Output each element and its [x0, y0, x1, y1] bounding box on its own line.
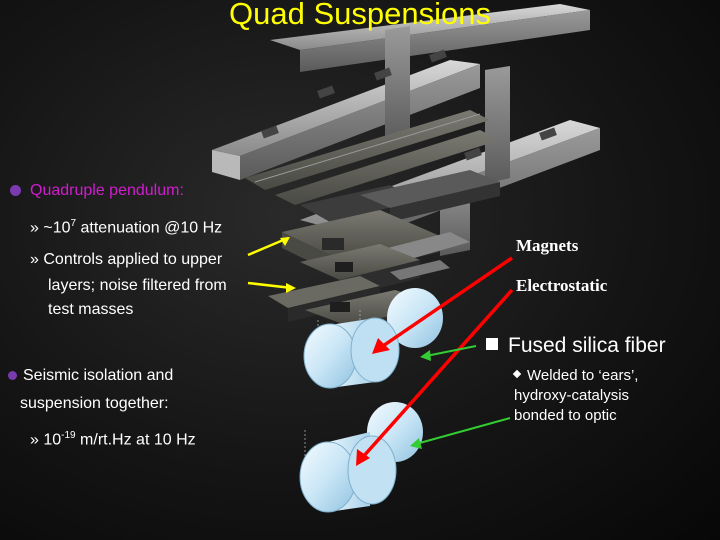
diamond-bullet-icon [512, 369, 522, 379]
sub-displacement: » 10-19 m/rt.Hz at 10 Hz [30, 424, 196, 452]
label-fused-silica-text: Fused silica fiber [508, 334, 666, 357]
sub-controls: » Controls applied to upper [30, 248, 222, 272]
label-fused-silica: Fused silica fiber [486, 334, 666, 358]
bullet-quadruple-pendulum: Quadruple pendulum: [10, 182, 184, 200]
cantilever-blades [245, 110, 500, 205]
upper-optics [303, 288, 443, 389]
sub-displacement-value: 10 [43, 431, 62, 449]
marker-icon: » [30, 251, 39, 268]
sub-attenuation: » ~107 attenuation @10 Hz [30, 212, 222, 240]
bullet-seismic-line2: suspension together: [20, 395, 169, 412]
label-magnets: Magnets [516, 236, 579, 255]
label-welded-line1: Welded to ‘ears’, [527, 367, 639, 384]
sub-controls-line2: layers; noise filtered from [48, 277, 227, 294]
label-welded: Welded to ‘ears’, [512, 366, 639, 386]
label-electrostatic: Electrostatic [516, 276, 608, 295]
sub-displacement-text: m/rt.Hz at 10 Hz [75, 431, 196, 449]
sub-controls-line1: Controls applied to upper [43, 251, 223, 268]
sub-attenuation-value: ~10 [43, 219, 71, 237]
sub-attenuation-text: attenuation @10 Hz [76, 219, 223, 237]
green-arrow-fiber-upper [425, 345, 477, 357]
red-arrow-electrostatic [360, 288, 514, 460]
slide-title: Quad Suspensions [229, 0, 491, 31]
sub-controls-line3: test masses [48, 301, 134, 318]
red-arrow-magnets [379, 256, 513, 350]
yellow-arrow-lower [247, 281, 293, 290]
bullet-dot-icon [10, 185, 21, 197]
annotation-arrows [247, 236, 514, 466]
green-arrow-fiber-lower [415, 417, 511, 445]
bullet-seismic-isolation: Seismic isolation and [8, 364, 173, 388]
bullet-dot-icon [8, 371, 17, 381]
marker-icon: » [30, 431, 39, 449]
bullet-seismic-line1: Seismic isolation and [23, 367, 174, 384]
square-bullet-icon [486, 338, 498, 351]
sub-attenuation-exponent: 7 [70, 218, 77, 229]
yellow-arrow-upper [247, 236, 289, 257]
bullet-quadruple-pendulum-text: Quadruple pendulum: [30, 182, 184, 199]
label-welded-line3: bonded to optic [514, 407, 617, 424]
label-welded-line2: hydroxy-catalysis [514, 387, 630, 404]
sub-displacement-exponent: -19 [61, 430, 76, 441]
marker-icon: » [30, 219, 39, 237]
